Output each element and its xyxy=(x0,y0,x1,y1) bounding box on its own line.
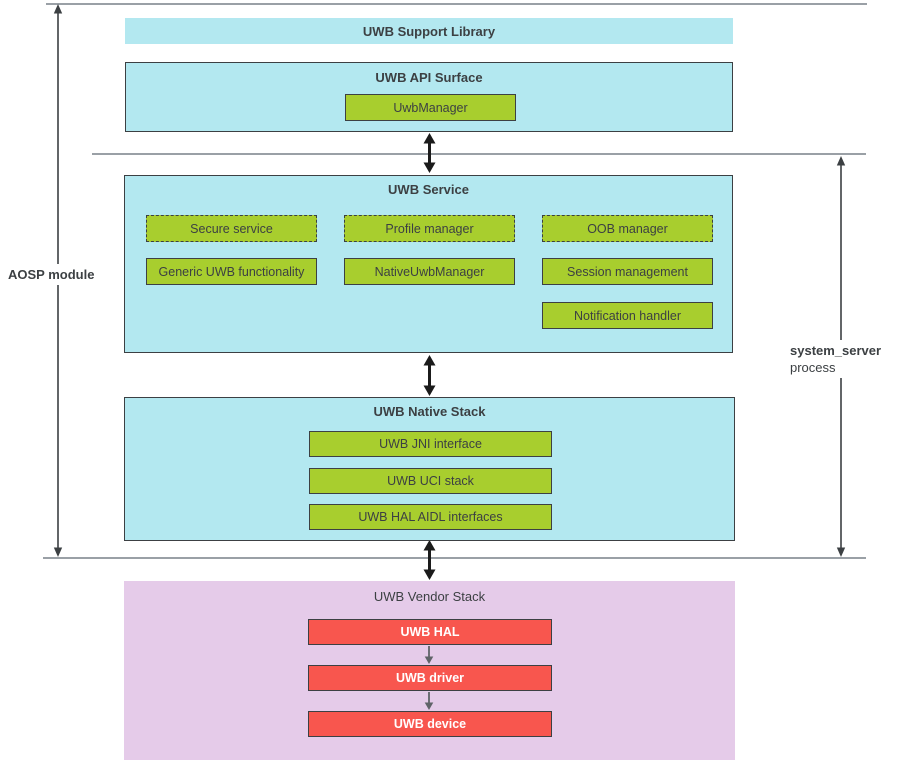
uwb-hal-aidl-interfaces-box: UWB HAL AIDL interfaces xyxy=(309,504,552,530)
oob-manager-box: OOB manager xyxy=(542,215,713,242)
uwb-native-stack-box: UWB Native Stack UWB JNI interface UWB U… xyxy=(124,397,735,541)
uwb-uci-stack-box: UWB UCI stack xyxy=(309,468,552,494)
uwb-support-library-title: UWB Support Library xyxy=(362,23,496,39)
uwb-jni-interface-box: UWB JNI interface xyxy=(309,431,552,457)
divider-vendor-top-line xyxy=(43,557,866,559)
divider-system-server-top-line xyxy=(92,153,866,155)
uwb-api-surface-title: UWB API Surface xyxy=(375,70,483,85)
uwb-support-library-box: UWB Support Library xyxy=(125,18,733,44)
uwb-driver-box: UWB driver xyxy=(308,665,552,691)
nativeuwbmanager-box: NativeUwbManager xyxy=(344,258,515,285)
uwb-native-stack-title: UWB Native Stack xyxy=(373,404,486,419)
system-server-process-label: system_server process xyxy=(789,340,883,378)
uwbmanager-label: UwbManager xyxy=(393,100,468,115)
session-management-label: Session management xyxy=(567,264,688,279)
driver-to-device-arrow-icon xyxy=(424,692,434,710)
aosp-module-label: AOSP module xyxy=(7,264,96,285)
generic-uwb-functionality-label: Generic UWB functionality xyxy=(158,264,305,279)
uwb-hal-label: UWB HAL xyxy=(400,625,460,639)
divider-top-line xyxy=(46,3,867,5)
profile-manager-box: Profile manager xyxy=(344,215,515,242)
api-to-service-bidirectional-arrow-icon xyxy=(423,133,436,173)
secure-service-label: Secure service xyxy=(190,221,273,236)
process-text: process xyxy=(790,360,836,375)
native-to-vendor-bidirectional-arrow-icon xyxy=(423,540,436,580)
notification-handler-box: Notification handler xyxy=(542,302,713,329)
uwb-service-box: UWB Service Secure service Profile manag… xyxy=(124,175,733,353)
system-server-text: system_server xyxy=(790,343,882,358)
generic-uwb-functionality-box: Generic UWB functionality xyxy=(146,258,317,285)
service-to-native-bidirectional-arrow-icon xyxy=(423,355,436,396)
uwb-vendor-stack-box: UWB Vendor Stack UWB HAL UWB driver UWB … xyxy=(124,581,735,760)
oob-manager-label: OOB manager xyxy=(587,221,668,236)
aosp-module-text: AOSP module xyxy=(8,267,95,282)
hal-to-driver-arrow-icon xyxy=(424,646,434,664)
secure-service-box: Secure service xyxy=(146,215,317,242)
profile-manager-label: Profile manager xyxy=(385,221,474,236)
uwb-device-box: UWB device xyxy=(308,711,552,737)
nativeuwbmanager-label: NativeUwbManager xyxy=(374,264,485,279)
uwbmanager-box: UwbManager xyxy=(345,94,516,121)
uwb-vendor-stack-title: UWB Vendor Stack xyxy=(373,589,486,604)
uwb-device-label: UWB device xyxy=(393,717,467,731)
uwb-jni-interface-label: UWB JNI interface xyxy=(379,437,482,451)
uwb-service-title: UWB Service xyxy=(388,182,469,197)
uwb-api-surface-box: UWB API Surface UwbManager xyxy=(125,62,733,132)
session-management-box: Session management xyxy=(542,258,713,285)
uwb-uci-stack-label: UWB UCI stack xyxy=(387,474,474,488)
notification-handler-label: Notification handler xyxy=(573,308,681,323)
uwb-hal-aidl-interfaces-label: UWB HAL AIDL interfaces xyxy=(358,510,503,524)
uwb-hal-box: UWB HAL xyxy=(308,619,552,645)
uwb-driver-label: UWB driver xyxy=(395,671,465,685)
